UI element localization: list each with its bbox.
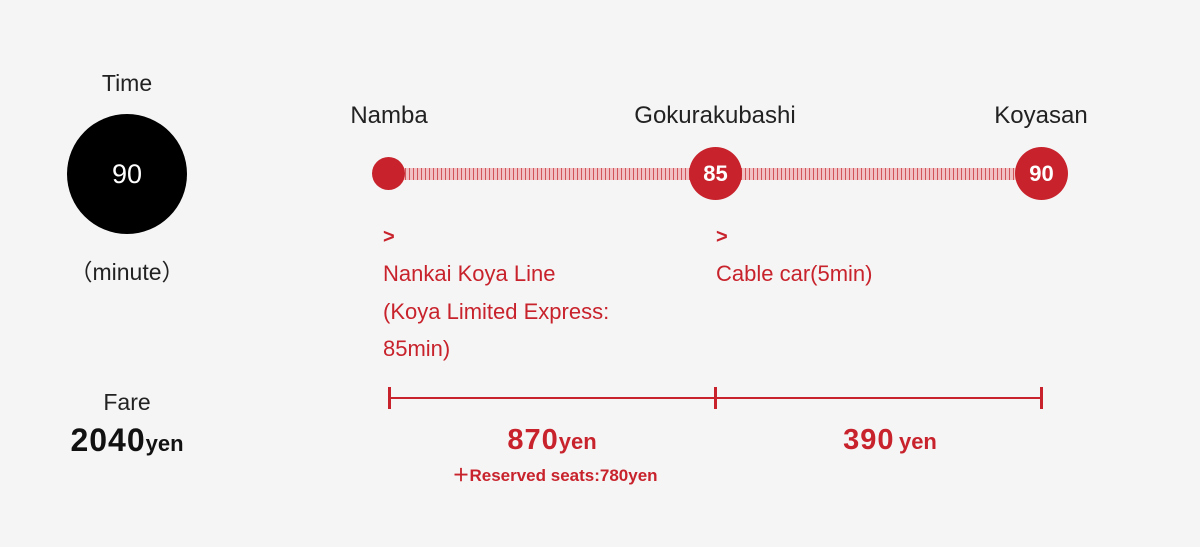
segment-fare-value: 390	[843, 424, 895, 456]
fare-tick	[714, 387, 717, 409]
station-name-namba: Namba	[350, 102, 428, 129]
fare-total-value: 2040	[70, 422, 146, 458]
time-value: 90	[111, 158, 143, 189]
stop-minutes-koyasan: 90	[1029, 160, 1054, 186]
chevron-right-icon: >	[716, 226, 728, 248]
station-name-gokurakubashi: Gokurakubashi	[634, 102, 796, 129]
fare-total-unit: yen	[145, 431, 184, 456]
segment-line: Cable car(5min)	[716, 261, 873, 286]
fare-tick	[1040, 387, 1043, 409]
fare-label: Fare	[103, 389, 151, 415]
segment-fare-unit: yen	[558, 429, 597, 454]
segment-line: Nankai Koya Line	[383, 261, 556, 286]
stop-badge-koyasan: 90	[1015, 147, 1068, 200]
segment-description-cable-car: Cable car(5min)	[716, 255, 873, 293]
stop-minutes-gokurakubashi: 85	[703, 160, 728, 186]
stop-dot-namba	[372, 157, 405, 190]
reserved-seats-note: ＋Reserved seats:780yen	[452, 466, 658, 485]
segment-description-nankai: Nankai Koya Line (Koya Limited Express: …	[383, 255, 609, 368]
fare-tick	[388, 387, 391, 409]
stop-badge-gokurakubashi: 85	[689, 147, 742, 200]
segment-line: (Koya Limited Express:	[383, 298, 610, 324]
segment-fare-nankai: 870yen	[507, 424, 596, 457]
station-name-koyasan: Koyasan	[994, 102, 1088, 129]
time-circle: 90	[67, 114, 187, 234]
segment-line: 85min)	[383, 336, 451, 361]
time-unit: （minute）	[69, 259, 185, 285]
time-label: Time	[101, 70, 153, 96]
fare-total: 2040yen	[70, 422, 183, 459]
chevron-right-icon: >	[383, 226, 395, 248]
segment-fare-value: 870	[507, 424, 559, 456]
segment-fare-unit: yen	[898, 429, 937, 454]
segment-fare-cable-car: 390 yen	[843, 424, 937, 457]
